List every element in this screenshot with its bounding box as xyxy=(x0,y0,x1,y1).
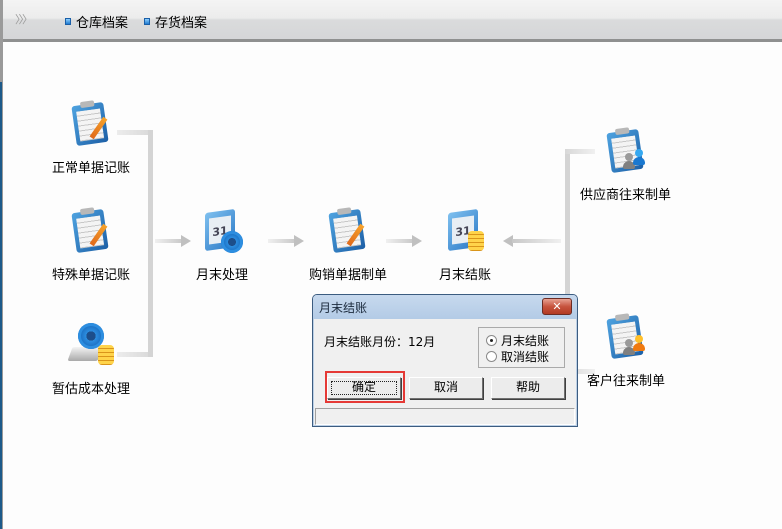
radio-month-end-close[interactable]: 月末结账 xyxy=(486,332,549,349)
month-end-close-dialog: 月末结账 ✕ 月末结账月份：12月 月末结账 取消结账 确定 取消 帮助 xyxy=(312,294,578,427)
arrow-right-icon xyxy=(155,235,193,247)
blue-bullet-icon xyxy=(144,18,150,25)
toolbar: 〉〉〉 仓库档案 存货档案 xyxy=(3,0,782,42)
clipboard-pencil-icon xyxy=(321,207,375,261)
dialog-body: 月末结账月份：12月 月末结账 取消结账 确定 取消 帮助 xyxy=(313,319,577,427)
clipboard-user-blue-icon xyxy=(599,127,653,181)
connector-line xyxy=(565,149,595,154)
arrow-left-icon xyxy=(503,235,561,247)
connector-line xyxy=(565,149,570,374)
close-month-label: 月末结账月份：12月 xyxy=(324,335,436,349)
radio-selected-icon xyxy=(486,335,497,346)
chevrons-right-icon[interactable]: 〉〉〉 xyxy=(15,13,33,26)
node-label: 月末结账 xyxy=(438,268,491,283)
help-button[interactable]: 帮助 xyxy=(491,377,565,399)
node-label: 暂估成本处理 xyxy=(52,382,131,397)
toolbar-item-inventory-archive[interactable]: 存货档案 xyxy=(144,12,207,31)
node-label: 供应商往来制单 xyxy=(580,188,672,203)
gear-coins-icon xyxy=(64,321,118,375)
node-month-end-process[interactable]: 31 月末处理 xyxy=(195,207,249,283)
node-month-end-close[interactable]: 31 月末结账 xyxy=(438,207,492,283)
connector-line xyxy=(117,130,153,135)
connector-line xyxy=(117,352,153,357)
calendar-coins-icon: 31 xyxy=(438,207,492,261)
toolbar-item-label: 存货档案 xyxy=(155,16,208,31)
dialog-title-bar[interactable]: 月末结账 ✕ xyxy=(313,295,577,319)
node-label: 正常单据记账 xyxy=(52,161,131,176)
radio-unselected-icon xyxy=(486,351,497,362)
node-label: 月末处理 xyxy=(195,268,248,283)
node-normal-posting[interactable]: 正常单据记账 xyxy=(52,100,130,176)
connector-line xyxy=(565,369,595,374)
node-customer-voucher[interactable]: 客户往来制单 xyxy=(587,313,665,389)
node-estimated-cost[interactable]: 暂估成本处理 xyxy=(52,321,130,397)
connector-line xyxy=(148,130,153,357)
clipboard-pencil-icon xyxy=(64,207,118,261)
close-mode-radio-group: 月末结账 取消结账 xyxy=(478,327,565,368)
toolbar-item-label: 仓库档案 xyxy=(76,16,129,31)
clipboard-user-orange-icon xyxy=(599,313,653,367)
close-icon[interactable]: ✕ xyxy=(542,298,572,315)
calendar-gear-icon: 31 xyxy=(195,207,249,261)
node-special-posting[interactable]: 特殊单据记账 xyxy=(52,207,130,283)
arrow-right-icon xyxy=(268,235,306,247)
node-label: 购销单据制单 xyxy=(309,268,388,283)
node-supplier-voucher[interactable]: 供应商往来制单 xyxy=(580,127,671,203)
clipboard-pencil-icon xyxy=(64,100,118,154)
cancel-button[interactable]: 取消 xyxy=(409,377,483,399)
flow-canvas: 正常单据记账 特殊单据记账 暂估成本处理 31 月末处理 购销单据制单 31 月… xyxy=(3,45,782,529)
blue-bullet-icon xyxy=(65,18,71,25)
node-label: 客户往来制单 xyxy=(587,374,666,389)
dialog-title: 月末结账 xyxy=(319,301,368,315)
node-label: 特殊单据记账 xyxy=(52,268,131,283)
radio-label: 月末结账 xyxy=(501,334,550,348)
radio-label: 取消结账 xyxy=(501,350,550,364)
ok-button[interactable]: 确定 xyxy=(327,377,401,399)
arrow-right-icon xyxy=(386,235,424,247)
window-left-accent xyxy=(0,82,2,529)
toolbar-item-warehouse-archive[interactable]: 仓库档案 xyxy=(65,12,128,31)
radio-cancel-close[interactable]: 取消结账 xyxy=(486,348,549,365)
dialog-status-bar xyxy=(315,408,575,425)
node-purchase-sales-voucher[interactable]: 购销单据制单 xyxy=(309,207,387,283)
